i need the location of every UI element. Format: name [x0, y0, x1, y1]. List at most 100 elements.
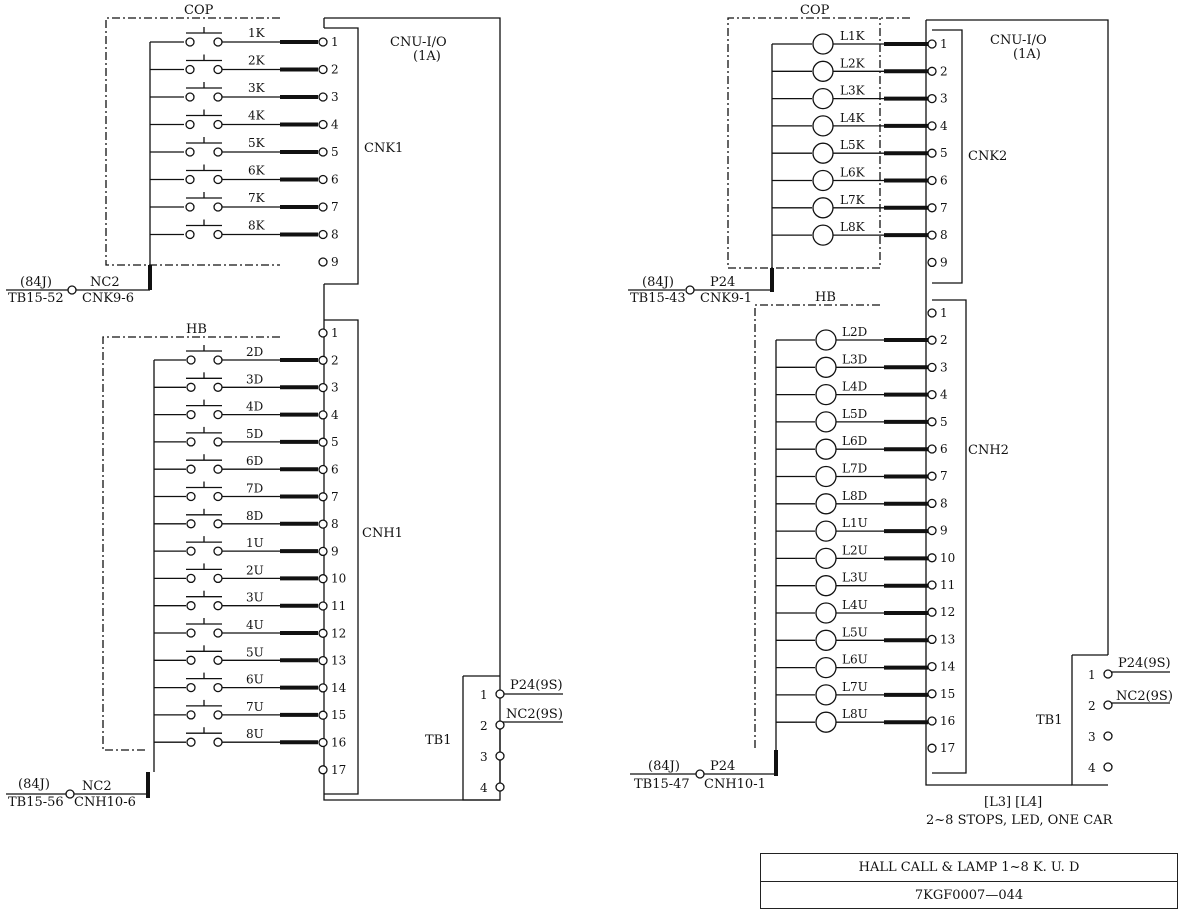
cop-button-label: 1K — [248, 26, 266, 40]
pin-number: 4 — [331, 408, 339, 422]
lamp-label: L2D — [842, 325, 867, 339]
tb1-pin-number: 4 — [1088, 761, 1096, 775]
pin-number: 1 — [940, 306, 948, 320]
left-cnh1-label: CNH1 — [362, 526, 403, 541]
hb-button-label: 5U — [246, 645, 264, 659]
tb1-pin — [1103, 762, 1113, 772]
hb-button-label: 8U — [246, 727, 264, 741]
cop-button-label: 6K — [248, 164, 266, 178]
left-hb-title: HB — [186, 322, 207, 337]
connector-pin — [318, 628, 328, 638]
connector-pin — [927, 257, 937, 268]
hb-button-label: 6U — [246, 673, 264, 687]
connector-pin — [927, 525, 937, 536]
tb1-pin — [495, 782, 505, 792]
left-hb-conn: CNH10-6 — [74, 795, 136, 810]
connector-pin — [318, 574, 328, 584]
tb1-pin — [495, 689, 505, 699]
push-button-contact — [185, 119, 195, 130]
push-button-contact — [186, 519, 196, 529]
hb-button-label: 3D — [246, 372, 263, 386]
pin-number: 17 — [331, 763, 346, 777]
right-tb1-label: TB1 — [1036, 713, 1063, 728]
right-cnh2-box — [932, 299, 967, 774]
lamp-label: L6D — [842, 434, 867, 448]
right-tb1-box — [1071, 654, 1108, 786]
connector-pin — [318, 229, 328, 240]
pin-number: 14 — [940, 660, 956, 674]
pin-number: 9 — [940, 255, 948, 269]
connector-pin — [318, 382, 328, 393]
pin-number: 6 — [331, 463, 339, 477]
cop-button-label: 5K — [248, 136, 266, 150]
left-tb1-sig1: P24(9S) — [510, 678, 563, 693]
pin-number: 7 — [331, 490, 339, 504]
connector-pin — [318, 257, 328, 267]
tb1-pin — [495, 720, 505, 730]
lamp-label: L3D — [842, 352, 867, 366]
title-block: HALL CALL & LAMP 1~8 K. U. D 7KGF0007—04… — [760, 853, 1178, 909]
pin-number: 8 — [940, 496, 948, 510]
left-cop-conn: CNK9-6 — [82, 291, 134, 306]
hb-button-label: 3U — [246, 591, 264, 605]
connector-pin — [318, 64, 328, 75]
pin-number: 14 — [331, 681, 347, 695]
push-button-contact — [185, 92, 195, 102]
push-button-contact — [186, 546, 196, 556]
pin-number: 3 — [331, 381, 339, 395]
cop-button-label: 7K — [248, 191, 266, 205]
hb-button-label: 5D — [246, 427, 263, 441]
hb-button-label: 6D — [246, 454, 263, 468]
tb1-pin-number: 2 — [480, 719, 488, 733]
hb-button-label: 7D — [246, 482, 263, 496]
pin-number: 8 — [940, 228, 948, 242]
connector-pin — [318, 355, 328, 365]
connector-pin — [927, 716, 937, 726]
lamp-label: L6U — [842, 653, 868, 667]
lamp-label: L7K — [840, 193, 866, 207]
left-hb-box — [102, 336, 280, 751]
connector-pin — [927, 362, 937, 373]
pin-number: 13 — [331, 654, 346, 668]
tb1-pin-number: 1 — [480, 688, 488, 702]
lamp-label: L8D — [842, 489, 867, 503]
connector-pin — [927, 335, 937, 345]
left-cop-title: COP — [184, 3, 214, 18]
pin-number: 5 — [940, 415, 948, 429]
left-hb-terminal: TB15-56 — [8, 795, 64, 810]
right-board-name: CNU-I/O — [990, 33, 1047, 48]
left-cnk1-label: CNK1 — [364, 141, 403, 156]
left-cop-signal: NC2 — [90, 275, 120, 290]
pin-number: 8 — [331, 228, 339, 242]
connector-pin — [927, 389, 937, 400]
right-cop-box — [727, 17, 910, 269]
right-cop-wire: (84J) — [642, 275, 674, 290]
connector-pin — [318, 437, 328, 447]
connector-pin — [927, 93, 937, 104]
pin-number: 3 — [331, 90, 339, 104]
right-hb-box — [754, 304, 880, 750]
connector-pin — [318, 492, 328, 502]
connector-pin — [927, 66, 937, 76]
pin-number: 4 — [331, 118, 339, 132]
hb-button-label: 4D — [246, 400, 263, 414]
left-hb-signal: NC2 — [82, 779, 112, 794]
connector-pin — [927, 471, 937, 481]
pin-number: 10 — [940, 551, 955, 565]
cop-button-label: 8K — [248, 219, 266, 233]
pin-number: 13 — [940, 632, 955, 646]
connector-pin — [318, 202, 328, 212]
connector-pin — [318, 92, 328, 102]
right-cnh2-label: CNH2 — [968, 443, 1009, 458]
pin-number: 4 — [940, 388, 948, 402]
connector-pin — [318, 601, 328, 611]
left-board-name: CNU-I/O — [390, 35, 447, 50]
lamp-label: L8U — [842, 707, 868, 721]
lamp-label: L7U — [842, 680, 868, 694]
pin-number: 6 — [331, 173, 339, 187]
tb1-pin — [1103, 700, 1113, 710]
connector-pin — [318, 519, 328, 529]
connector-pin — [927, 203, 937, 213]
tb1-pin-number: 3 — [480, 750, 488, 764]
connector-pin — [927, 121, 937, 131]
